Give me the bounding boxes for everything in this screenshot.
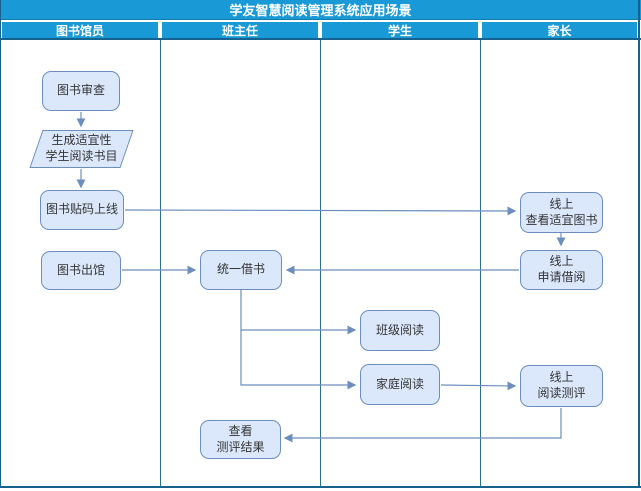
node-tag-online[interactable]: 图书贴码上线 [40,190,124,230]
node-label: 线上 申请借阅 [537,254,586,284]
node-family-reading[interactable]: 家庭阅读 [360,364,440,405]
node-label: 生成适宜性 学生阅读书目 [45,133,118,163]
node-view-suitable-books[interactable]: 线上 查看适宜图书 [520,192,603,233]
diagram-title-bar: 学友智慧阅读管理系统应用场景 [0,0,641,20]
lane-header-librarian: 图书馆员 [2,22,158,38]
lane-header-label: 学生 [387,23,412,38]
arrow-family-to-assessment [440,381,517,391]
pool-border-bottom [0,486,641,488]
node-book-review[interactable]: 图书审查 [42,71,120,111]
node-reading-assessment[interactable]: 线上 阅读测评 [520,365,603,407]
arrow-borrow-to-classreading [240,290,357,335]
arrow-assessment-to-results [283,408,562,443]
node-label: 班级阅读 [375,322,424,337]
lane-separator-1 [160,40,161,486]
node-view-results[interactable]: 查看 测评结果 [200,420,281,459]
diagram-title: 学友智慧阅读管理系统应用场景 [229,4,412,19]
node-label: 图书审查 [56,83,105,98]
arrow-tag-to-viewbooks [124,206,517,216]
lane-header-head-teacher: 班主任 [162,22,318,38]
node-class-reading[interactable]: 班级阅读 [360,310,440,351]
arrow-borrow-to-familyreading [240,330,357,390]
node-label: 图书出馆 [56,262,105,277]
node-label: 图书贴码上线 [45,202,118,217]
lane-header-label: 图书馆员 [55,23,104,38]
node-label: 统一借书 [216,262,265,277]
lane-header-parent: 家长 [482,22,637,38]
pool-border-right [638,0,640,488]
pool-border-left [0,0,1,488]
lane-header-underline [0,38,641,40]
lane-separator-2 [320,40,321,486]
node-label: 查看 测评结果 [216,423,265,454]
node-label: 家庭阅读 [375,376,424,391]
lane-header-label: 班主任 [221,23,258,38]
node-book-out[interactable]: 图书出馆 [41,251,121,290]
node-generate-list[interactable]: 生成适宜性 学生阅读书目 [28,130,135,168]
node-label: 线上 查看适宜图书 [525,196,598,227]
lane-header-label: 家长 [547,23,572,38]
node-label: 线上 阅读测评 [537,370,586,400]
lane-header-student: 学生 [322,22,478,38]
lane-separator-3 [480,40,481,486]
node-unified-borrow[interactable]: 统一借书 [200,250,282,290]
node-apply-borrow[interactable]: 线上 申请借阅 [520,250,603,290]
